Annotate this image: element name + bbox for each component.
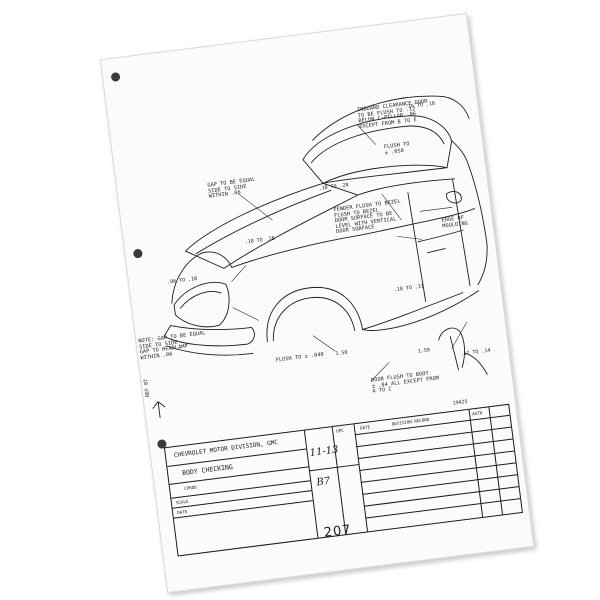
cowl-line (322, 167, 448, 184)
headlamp-bezel (173, 282, 230, 328)
windshield-outline (302, 115, 453, 184)
date-label: DATE (359, 424, 371, 431)
date-row: DATE (176, 508, 188, 516)
upc-label: UPC (335, 427, 345, 434)
door-line-rear (452, 178, 471, 287)
section-marker (152, 401, 166, 419)
rocker-panel (362, 290, 480, 331)
scale-row: SCALE (175, 498, 189, 506)
handwritten-code: B7 (315, 475, 331, 489)
a-pillar (451, 140, 470, 168)
auth-label: AUTH (471, 410, 483, 417)
sub-label: CPROD (183, 484, 198, 492)
section-detail (438, 327, 488, 375)
side-body (231, 208, 475, 268)
door-line-front (407, 192, 427, 302)
wheel-arch-front (266, 286, 364, 342)
door-handle-detail (427, 248, 446, 254)
front-fender (171, 251, 233, 304)
side-mirror (445, 191, 462, 204)
roof-line (312, 95, 470, 141)
car-body-drawing (152, 95, 488, 419)
rear-quarter (468, 166, 488, 286)
grille-bumper (163, 325, 255, 347)
drawing-title: BODY CHECKING (181, 462, 234, 478)
document-page: INBOARD CLEARANCE DOOR TO BE FLUSH TO .1… (99, 12, 535, 594)
